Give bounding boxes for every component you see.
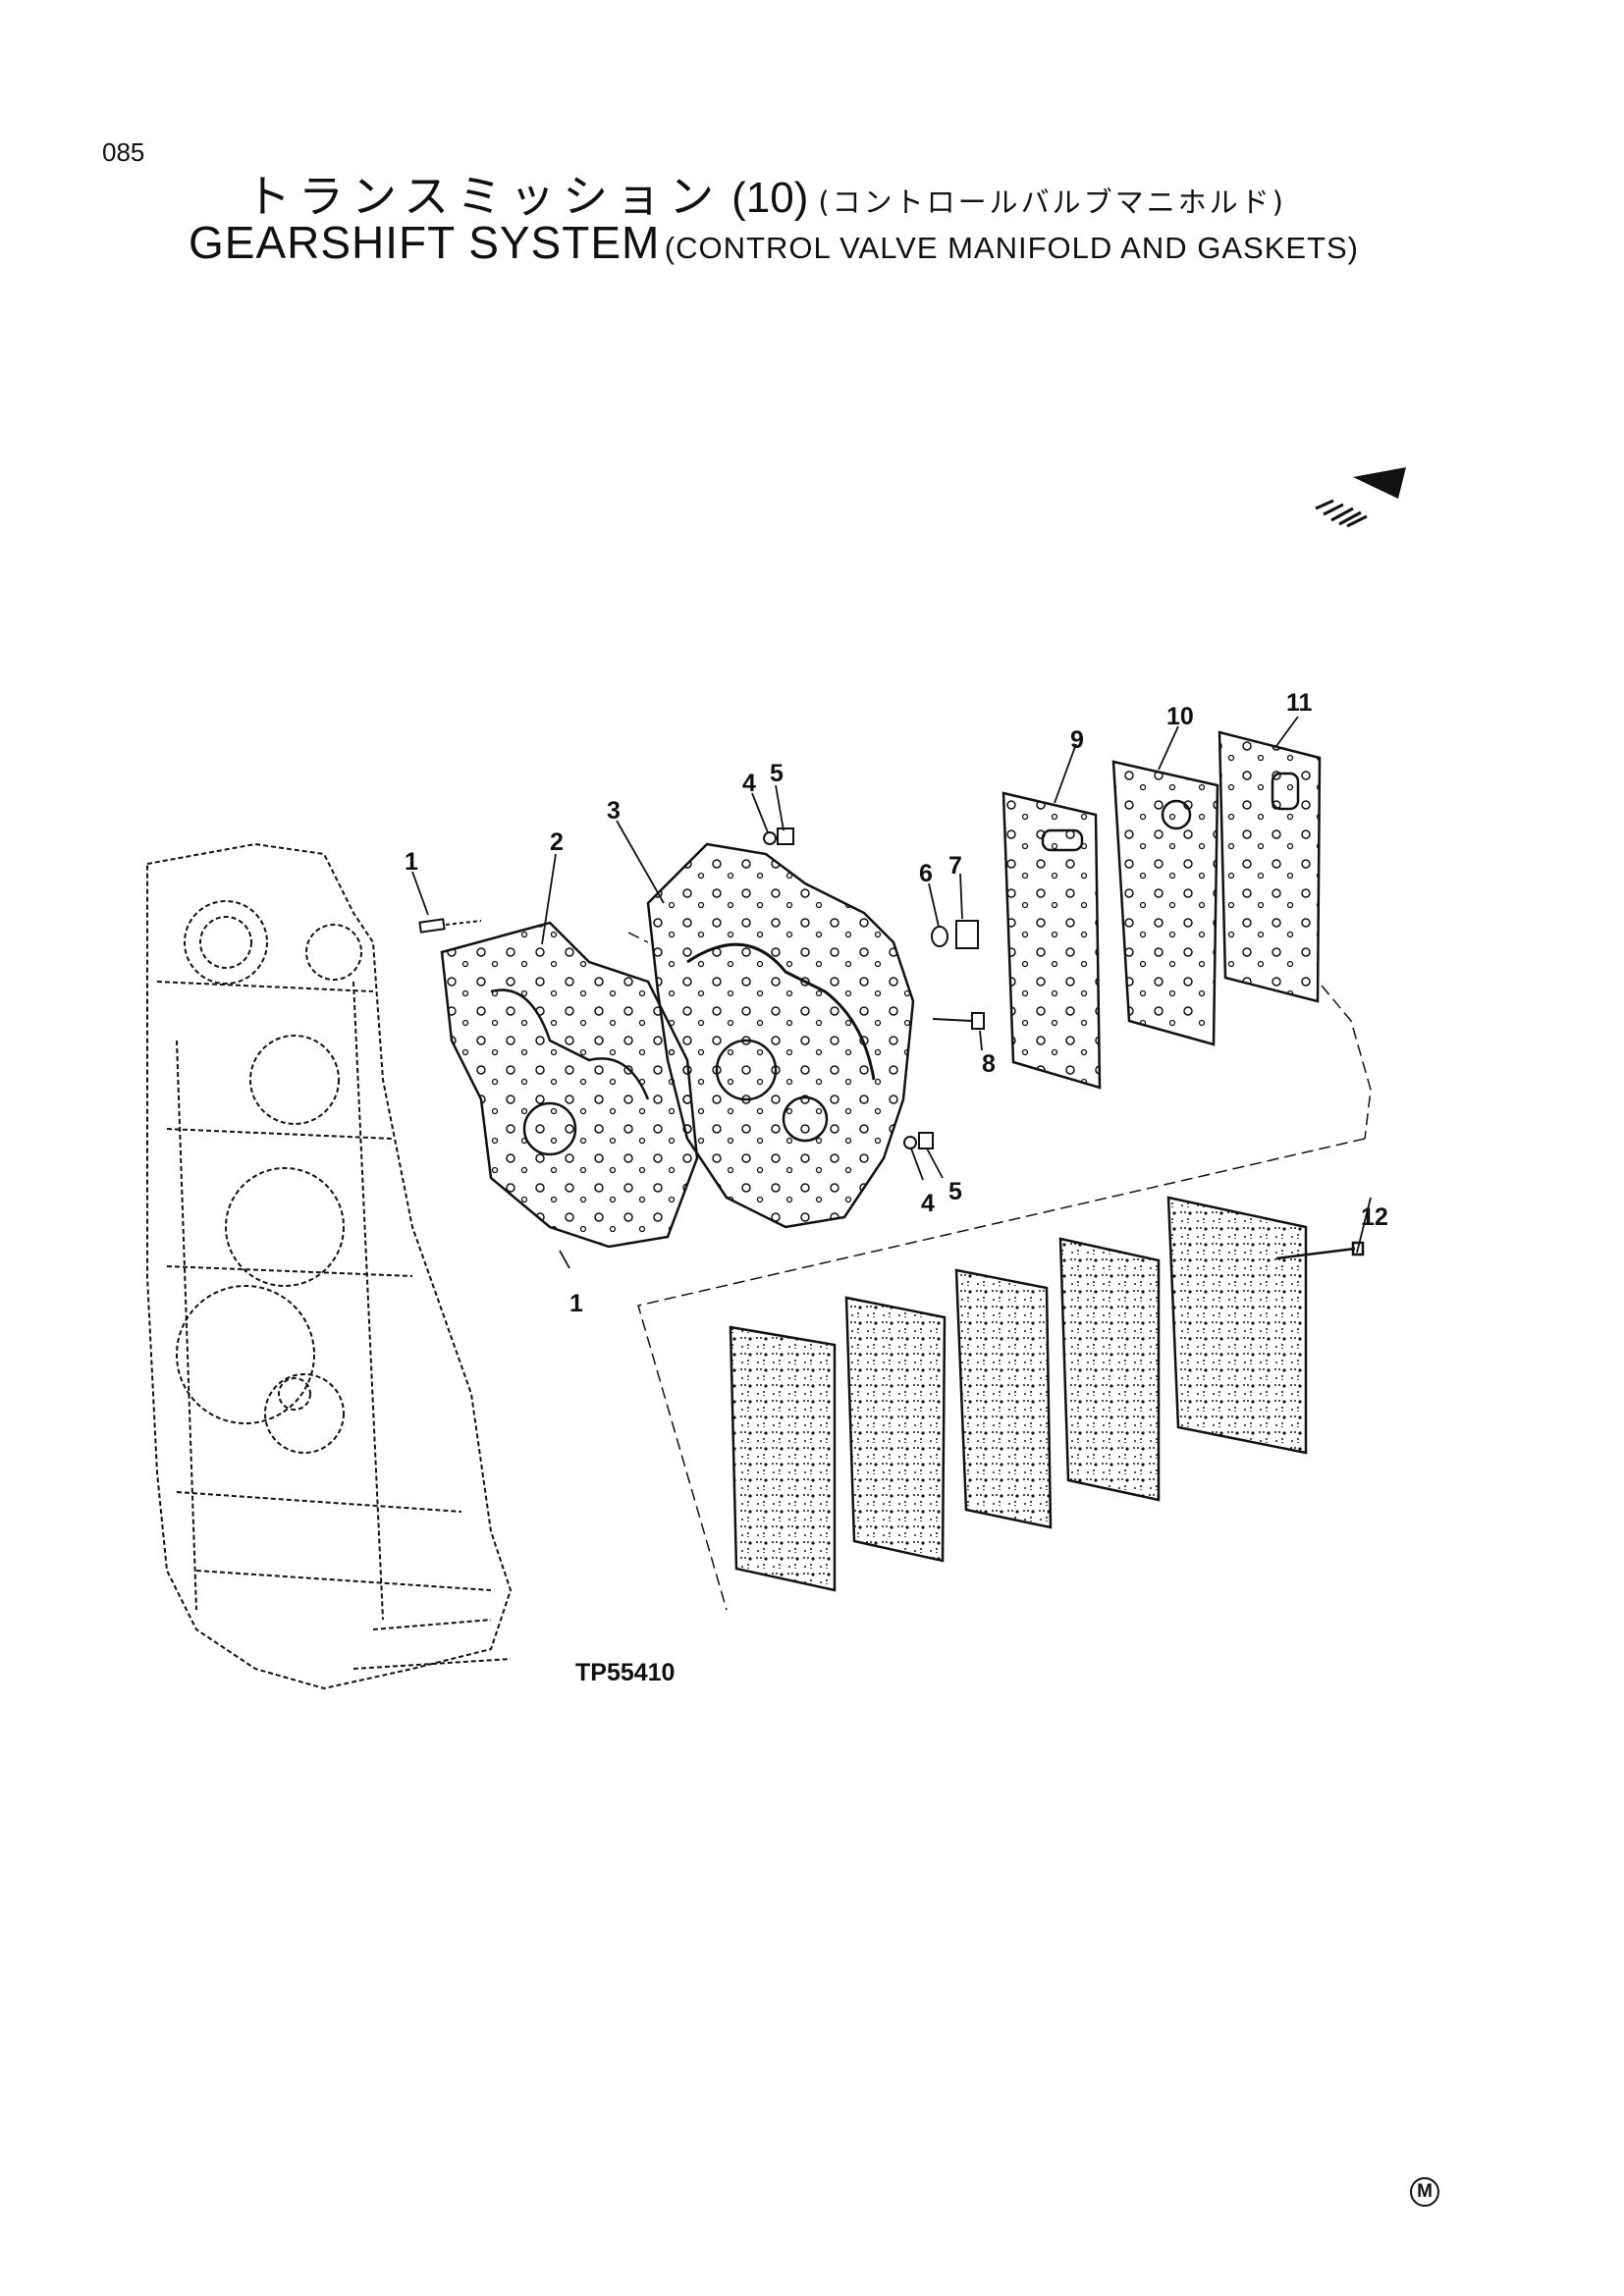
page-number: 085 — [102, 137, 145, 167]
callout-label: 1 — [405, 848, 418, 876]
washer-nut-upper — [763, 828, 794, 845]
title-en-subtitle: (CONTROL VALVE MANIFOLD AND GASKETS) — [664, 231, 1360, 265]
title-jp-subtitle: (コントロールバルブマニホルド) — [818, 186, 1286, 219]
title-en-main: GEARSHIFT SYSTEM — [189, 217, 661, 268]
callout-label: 5 — [948, 1178, 962, 1205]
callout-label: 8 — [982, 1050, 996, 1078]
callout-label: 9 — [1070, 726, 1084, 754]
title-japanese: トランスミッション(10) (コントロールバルブマニホルド) — [245, 161, 1286, 226]
assembly-guide-lines — [627, 932, 1372, 1611]
leader-lines — [411, 716, 1372, 1269]
callout-label: 10 — [1166, 703, 1194, 730]
oring-plug — [931, 920, 979, 949]
washer-nut-lower — [903, 1132, 934, 1149]
gasket-2 — [440, 921, 699, 1249]
callout-label: 4 — [921, 1190, 935, 1217]
valve-body-stack — [729, 1196, 1308, 1592]
gasket-11 — [1218, 730, 1322, 1003]
bolt-8 — [932, 1012, 985, 1030]
callout-label: 5 — [770, 760, 784, 787]
arrow-stripes-icon — [1315, 467, 1406, 528]
callout-labels: 1 2 3 4 5 6 7 8 9 10 11 12 4 5 1 — [405, 689, 1388, 1317]
transmission-housing — [146, 842, 513, 1690]
control-valve-manifold-3 — [646, 842, 915, 1229]
catalog-mark: M — [1410, 2177, 1439, 2207]
callout-label: 3 — [607, 797, 621, 825]
title-jp-main: トランスミッション — [245, 170, 723, 223]
callout-label: 2 — [550, 828, 564, 856]
callout-label: 7 — [948, 852, 962, 880]
title-jp-number: (10) — [731, 174, 809, 222]
callout-label: 1 — [569, 1290, 583, 1317]
figure-id: TP55410 — [575, 1659, 675, 1686]
callout-label: 4 — [742, 770, 756, 797]
callout-label: 11 — [1286, 689, 1313, 717]
gasket-10 — [1111, 760, 1219, 1046]
separator-plate-9 — [1001, 791, 1102, 1090]
stud-bolt-1 — [418, 918, 482, 934]
callout-label: 12 — [1361, 1203, 1388, 1231]
title-english: GEARSHIFT SYSTEM (CONTROL VALVE MANIFOLD… — [189, 216, 1359, 269]
callout-label: 6 — [919, 860, 933, 887]
